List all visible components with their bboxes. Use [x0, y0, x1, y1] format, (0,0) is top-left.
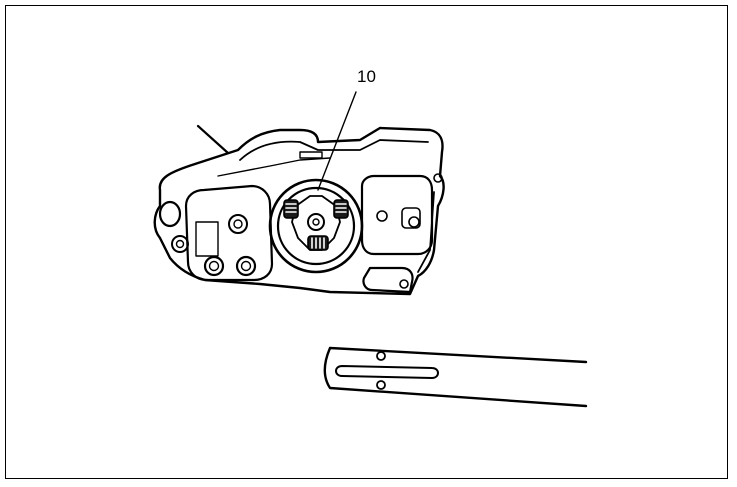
saw-body-outline	[153, 126, 445, 296]
left-cover	[184, 184, 274, 282]
clutch-hub-center	[312, 218, 320, 226]
label-plate	[195, 221, 219, 257]
top-slot	[299, 151, 323, 159]
nut-bottom-left-inner	[208, 260, 220, 272]
guide-bar	[323, 346, 588, 408]
clutch-spring-left	[283, 199, 299, 219]
nut-bottom-left	[203, 255, 225, 277]
nut-top-inner	[233, 219, 243, 229]
clutch-hub	[307, 213, 325, 231]
tension-screw	[408, 216, 420, 228]
side-nut	[171, 235, 189, 253]
clutch-drum	[276, 186, 356, 266]
callout-leader-10	[317, 91, 357, 191]
mount-hole	[376, 210, 388, 222]
callout-number: 10	[357, 67, 376, 86]
top-rib-2	[217, 157, 331, 177]
right-edge-bolt	[433, 173, 443, 183]
nut-bottom-right	[235, 255, 257, 277]
top-rib	[239, 139, 429, 161]
side-nut-inner	[175, 239, 185, 249]
nut-top	[228, 214, 248, 234]
lower-screw	[399, 279, 409, 289]
right-edge-lip	[417, 191, 435, 273]
clutch-spring-bottom	[307, 235, 329, 251]
clutch-spring-right	[333, 199, 349, 219]
lower-tab	[362, 266, 414, 294]
front-knob	[158, 200, 182, 228]
clutch-star	[291, 195, 341, 251]
adjust-slot	[401, 207, 421, 229]
guide-bar-slot	[335, 365, 439, 379]
nut-bottom-right-inner	[240, 260, 252, 272]
bar-mount-plate	[360, 174, 434, 256]
guide-bar-hole-top	[376, 351, 386, 361]
guide-bar-hole-bottom	[376, 380, 386, 390]
